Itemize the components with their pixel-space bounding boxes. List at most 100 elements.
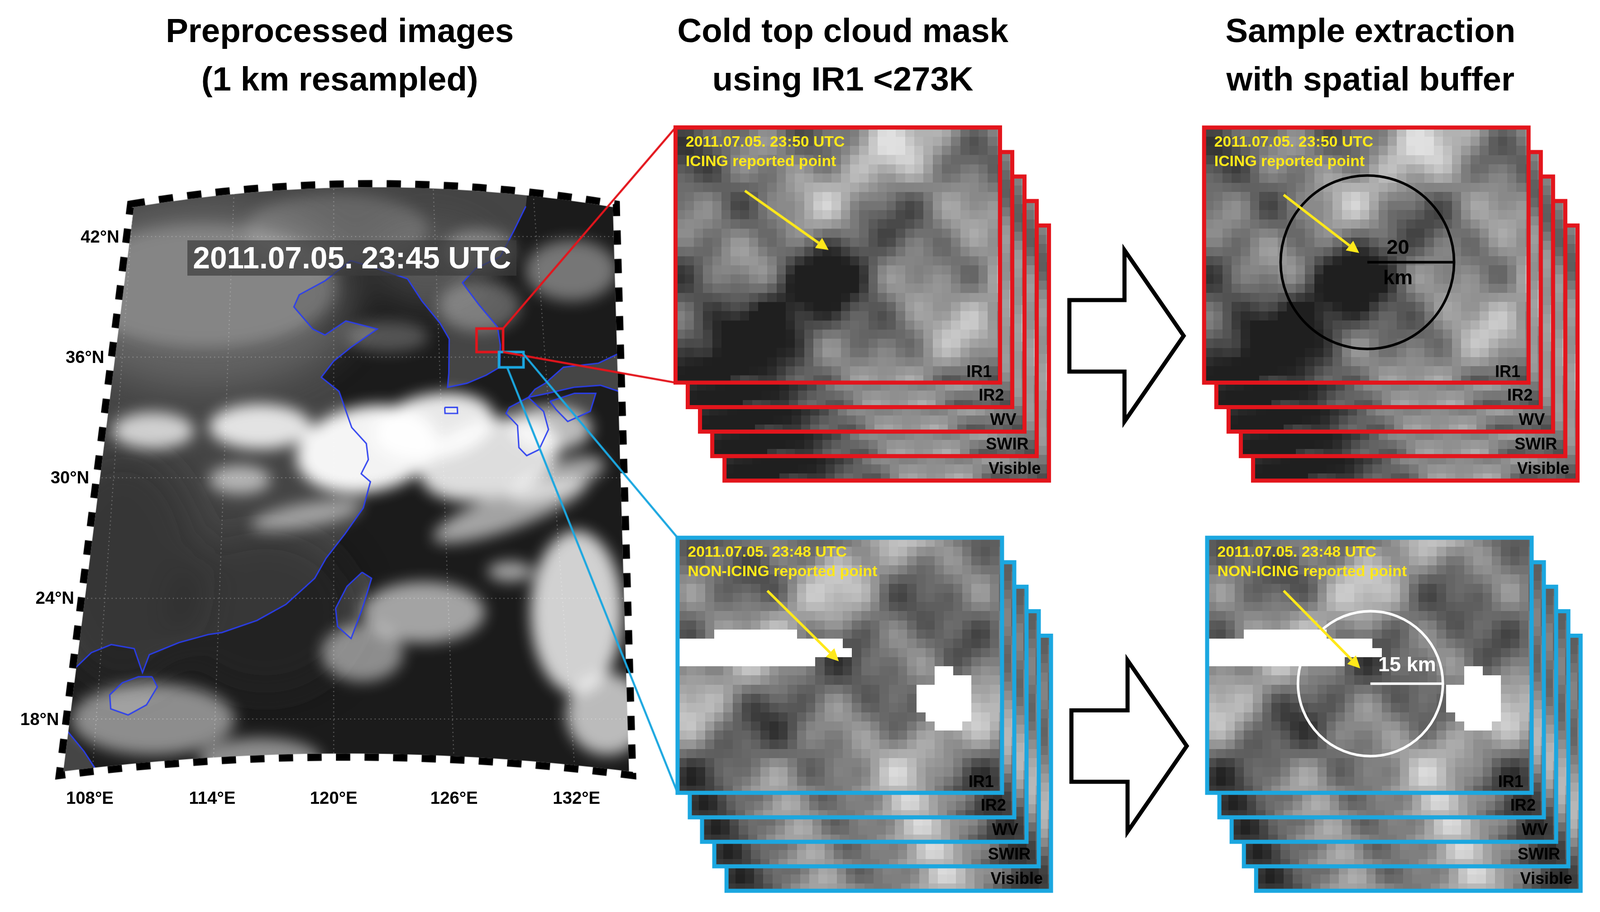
longitude-label: 126°E: [430, 788, 478, 808]
band-label: Visible: [988, 458, 1042, 478]
band-image: [675, 127, 1001, 383]
cloud: [209, 465, 271, 494]
coastlines: [51, 206, 691, 774]
illustration-group: [0, 75, 1581, 892]
pointer-arrowhead: [1347, 655, 1361, 669]
cloud: [248, 493, 364, 537]
pointer-arrow: [1283, 195, 1350, 246]
cloud: [112, 412, 194, 449]
band-label: IR1: [1494, 362, 1521, 381]
coastline: [528, 316, 691, 398]
block-arrow: [1069, 250, 1185, 422]
band-label: IR2: [1507, 385, 1533, 405]
image-stack-graphic: [677, 537, 1052, 892]
timestamp: 2011.07.05. 23:50 UTC: [1214, 132, 1374, 151]
column-heading: Sample extraction with spatial buffer: [1207, 6, 1534, 105]
land-shade: [40, 448, 205, 694]
pointer-arrow: [767, 590, 831, 653]
latitude-label: 42°N: [80, 226, 120, 247]
zoom-leader-line: [506, 367, 678, 793]
pointer-arrow: [745, 191, 819, 244]
latitude-label: 30°N: [50, 467, 90, 488]
band-label: Visible: [1520, 869, 1573, 888]
band-image: [1207, 537, 1533, 793]
timestamp: 2011.07.05. 23:50 UTC: [685, 132, 845, 151]
coastline: [335, 572, 372, 639]
buffer-circle: [1280, 175, 1454, 349]
coastline: [506, 397, 549, 456]
image-stack: 2011.07.05. 23:48 UTCNON-ICING reported …: [677, 537, 1051, 891]
cloud: [209, 404, 311, 449]
band-label: IR2: [1510, 795, 1536, 815]
band-image: [1203, 127, 1529, 383]
band-label: SWIR: [985, 434, 1029, 454]
band-label: IR1: [968, 772, 994, 791]
longitude-label: 114°E: [189, 788, 236, 808]
image-stack: 2011.07.05. 23:48 UTCNON-ICING reported …: [1207, 537, 1581, 891]
coastline: [109, 676, 158, 715]
panel-border: [677, 537, 1003, 793]
landmass: [0, 75, 541, 779]
zoom-leader-line: [502, 127, 676, 329]
image-stack-graphic: [675, 127, 1050, 482]
coastline: [549, 393, 596, 422]
map-frame: [59, 183, 633, 776]
meridian: [0, 75, 48, 880]
buffer-radius: [1370, 682, 1443, 686]
band-label: SWIR: [1517, 844, 1561, 864]
pointer-arrowhead: [815, 238, 829, 251]
zoom-leader-line: [502, 352, 676, 383]
band-label: Visible: [1517, 458, 1570, 478]
ocean: [40, 143, 654, 817]
column-heading: Cold top cloud mask using IR1 <273K: [644, 6, 1042, 105]
longitude-label: 108°E: [66, 788, 114, 808]
band-label: WV: [989, 410, 1017, 429]
band-label: IR1: [1498, 772, 1524, 791]
cloud: [530, 530, 623, 694]
image-stack-graphic: [1203, 127, 1578, 482]
timestamp: 2011.07.05. 23:45 UTC: [187, 240, 517, 276]
coastline: [444, 407, 458, 414]
coastline: [407, 206, 526, 388]
map-frame: [59, 183, 633, 776]
band-label: SWIR: [1514, 434, 1558, 454]
cloud: [502, 446, 610, 513]
pointer-arrowhead: [825, 648, 839, 662]
report-label: ICING reported point: [685, 152, 836, 170]
band-label: WV: [1518, 410, 1545, 429]
clouds: [71, 193, 649, 783]
pointer-arrowhead: [1345, 240, 1360, 254]
panel-border: [1203, 127, 1529, 383]
cloud: [347, 321, 429, 353]
block-arrow: [1071, 660, 1187, 832]
timestamp: 2011.07.05. 23:48 UTC: [1217, 542, 1377, 561]
latitude-label: 36°N: [65, 347, 105, 368]
band-label: SWIR: [988, 844, 1031, 864]
longitude-label: 120°E: [310, 788, 358, 808]
timestamp: 2011.07.05. 23:48 UTC: [687, 542, 847, 561]
latitude-label: 24°N: [35, 587, 75, 608]
cloud: [487, 561, 533, 582]
landmass: [528, 316, 691, 398]
band-label: WV: [992, 820, 1019, 839]
image-stack: 2011.07.05. 23:50 UTCICING reported poin…: [1203, 127, 1578, 481]
panel-border: [1207, 537, 1532, 793]
image-stack-graphic: [1207, 537, 1581, 892]
band-image: [677, 537, 1003, 793]
band-label: IR1: [966, 362, 992, 381]
buffer-radius: [1367, 261, 1455, 264]
column-heading: Preprocessed images (1 km resampled): [153, 6, 526, 105]
band-label: IR2: [978, 385, 1004, 405]
band-label: WV: [1521, 820, 1548, 839]
image-stack: 2011.07.05. 23:50 UTCICING reported poin…: [675, 127, 1049, 481]
cloud: [510, 405, 592, 451]
report-label: ICING reported point: [1214, 152, 1365, 170]
band-label: Visible: [990, 869, 1043, 888]
report-label: NON-ICING reported point: [1217, 562, 1408, 580]
panel-border: [675, 127, 1000, 383]
parallel: [0, 839, 745, 841]
distance-label: 15 km: [1378, 649, 1437, 680]
icing-region-box: [476, 328, 504, 353]
band-label: IR2: [980, 795, 1007, 815]
buffer-circle: [1298, 611, 1443, 756]
